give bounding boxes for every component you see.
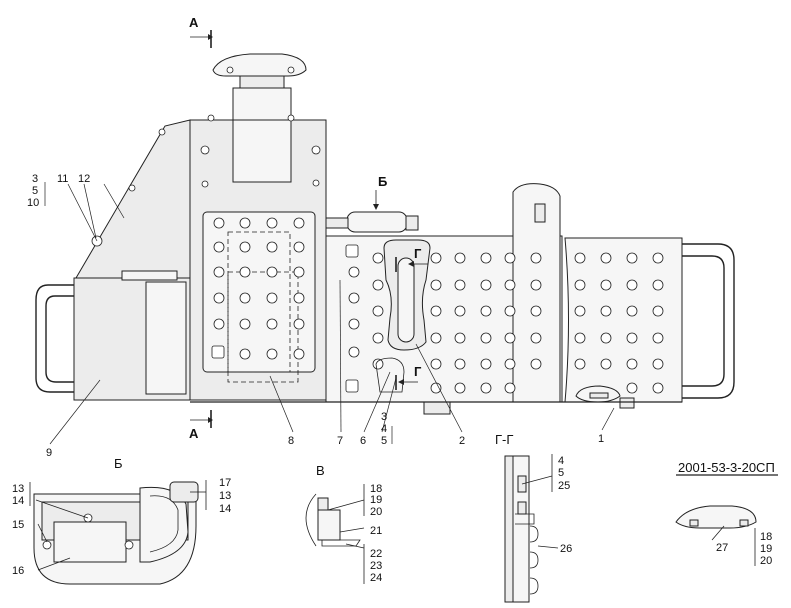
section-gg-title: Г-Г (495, 432, 513, 447)
callout-22: 22 (370, 548, 382, 560)
callout-4: 4 (381, 423, 387, 435)
detail-27 (675, 474, 778, 566)
left-plate-holes (211, 217, 305, 360)
callout-14b: 14 (219, 503, 231, 515)
callout-16: 16 (12, 565, 24, 577)
section-a-top-label: А (189, 15, 199, 30)
right-plate-holes (574, 252, 664, 394)
callout-10: 10 (27, 197, 39, 209)
callout-4c: 4 (558, 455, 564, 467)
callout-6: 6 (360, 435, 366, 447)
callout-20b: 20 (760, 555, 772, 567)
callout-13b: 13 (219, 490, 231, 502)
callout-17: 17 (219, 477, 231, 489)
callout-15: 15 (12, 519, 24, 531)
callout-26: 26 (560, 543, 572, 555)
callout-3b: 3 (381, 411, 387, 423)
section-g-top-label: Г (414, 246, 422, 261)
top-cap (212, 53, 307, 77)
callout-2: 2 (459, 435, 465, 447)
top-cylinder (346, 211, 408, 233)
callout-5: 5 (32, 185, 38, 197)
callout-3: 3 (32, 173, 38, 185)
callout-20: 20 (370, 506, 382, 518)
callout-7: 7 (337, 435, 343, 447)
section-a-bottom-label: А (189, 426, 199, 441)
view-b-arrow-label: Б (378, 174, 387, 189)
callout-25: 25 (558, 480, 570, 492)
callout-23: 23 (370, 560, 382, 572)
slanted-cover (75, 119, 191, 279)
callout-21: 21 (370, 525, 382, 537)
bottom-bracket (423, 401, 451, 415)
left-handle (35, 284, 74, 393)
view-v-title: В (316, 463, 325, 478)
callout-9: 9 (46, 447, 52, 459)
labels: А А Б Г Г Б В Г-Г 2001-53-3-20СП 3 5 10 … (12, 15, 775, 584)
leader-lines (44, 182, 615, 445)
callout-13: 13 (12, 483, 24, 495)
callout-27: 27 (716, 542, 728, 554)
section-g-bottom-label: Г (414, 364, 422, 379)
callout-12: 12 (78, 173, 90, 185)
view-v-detail (305, 484, 365, 584)
right-handle (682, 243, 735, 399)
main-plate-holes (348, 252, 542, 394)
doc-number: 2001-53-3-20СП (678, 460, 775, 475)
callout-19b: 19 (760, 543, 772, 555)
callout-24: 24 (370, 572, 382, 584)
cap-neck (239, 75, 285, 89)
section-gg-detail (504, 454, 559, 603)
view-b-detail (29, 480, 207, 585)
main-view (35, 30, 735, 428)
callout-8: 8 (288, 435, 294, 447)
callout-5b: 5 (381, 435, 387, 447)
callout-18b: 18 (760, 531, 772, 543)
callout-14: 14 (12, 495, 24, 507)
callout-18: 18 (370, 483, 382, 495)
callout-19: 19 (370, 494, 382, 506)
callout-11: 11 (57, 173, 68, 185)
callout-1: 1 (598, 433, 604, 445)
view-b-title: Б (114, 456, 123, 471)
callout-5c: 5 (558, 467, 564, 479)
